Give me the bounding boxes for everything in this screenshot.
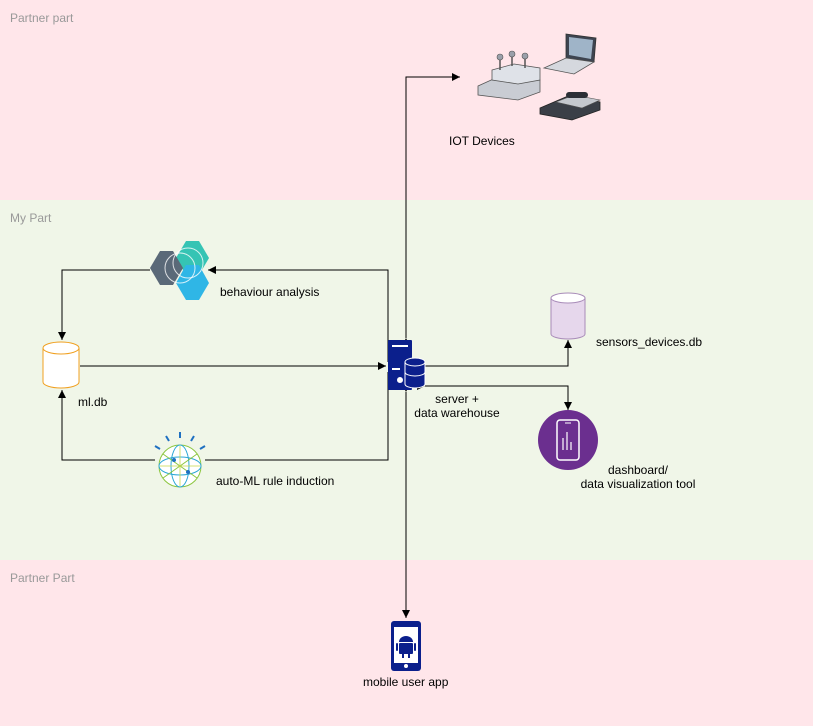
automl-globe-icon[interactable] [154, 432, 206, 488]
dashboard-icon[interactable] [538, 410, 598, 470]
server-label-line2: data warehouse [414, 406, 500, 420]
edge-behaviour-mldb [58, 269, 150, 340]
ml-db-icon[interactable] [42, 341, 80, 389]
sensors-db-label: sensors_devices.db [596, 335, 703, 349]
edge-automl-mldb [58, 390, 155, 461]
automl-label: auto-ML rule induction [216, 474, 335, 488]
dashboard-label-line1: dashboard/ [607, 463, 669, 477]
dashboard-label: dashboard/ data visualization tool [572, 463, 704, 491]
sensors-db-icon[interactable] [550, 292, 586, 340]
behaviour-analysis-icon[interactable] [150, 241, 209, 300]
dashboard-label-line2: data visualization tool [580, 477, 696, 491]
server-label-line1: server + [435, 392, 479, 406]
ml-db-label: ml.db [78, 395, 108, 409]
partner-zone-top-label: Partner part [10, 11, 74, 25]
behaviour-analysis-label: behaviour analysis [220, 285, 320, 299]
edge-server-automl [205, 372, 389, 461]
partner-zone-bottom-label: Partner Part [10, 571, 75, 585]
iot-devices-icon[interactable] [477, 33, 601, 121]
server-label: server + data warehouse [402, 392, 512, 420]
server-icon[interactable] [388, 340, 426, 390]
mobile-app-label: mobile user app [363, 675, 449, 689]
edge-server-sensors [417, 340, 572, 370]
mobile-app-icon[interactable] [391, 621, 421, 671]
edge-server-behaviour [208, 266, 389, 362]
my-part-zone-label: My Part [10, 211, 52, 225]
edge-server-iot [402, 73, 460, 346]
iot-devices-label: IOT Devices [449, 134, 515, 148]
edge-server-dashboard [417, 382, 572, 410]
